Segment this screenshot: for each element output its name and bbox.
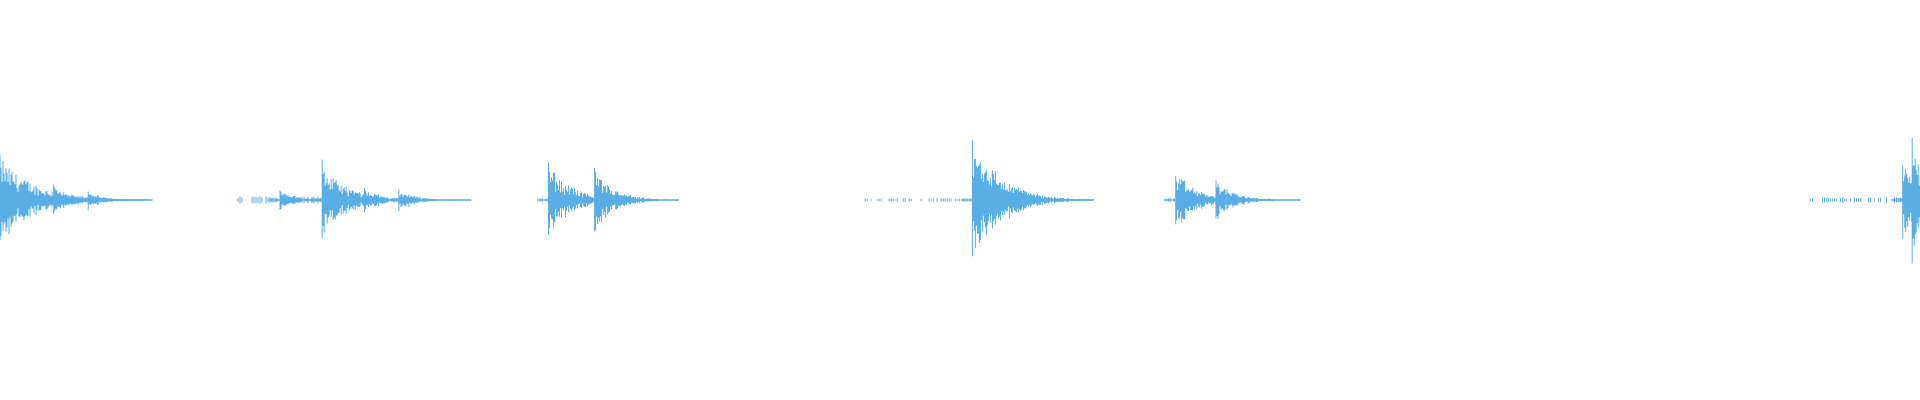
waveform-burst [0, 154, 153, 241]
waveform-burst-path [0, 154, 153, 241]
waveform-burst [1900, 138, 1920, 264]
waveform-burst [1007, 187, 1091, 213]
waveform-burst [387, 189, 472, 211]
waveform-burst-path [1007, 187, 1091, 213]
waveform-burst-path [76, 191, 149, 211]
waveform-burst [1204, 180, 1301, 219]
waveform-burst-path [387, 189, 472, 211]
waveform-burst-path [583, 168, 680, 232]
waveform-burst [76, 191, 149, 211]
waveform-burst-path [1900, 138, 1920, 264]
waveform-burst-path [1204, 180, 1301, 219]
waveform-burst [583, 168, 680, 232]
